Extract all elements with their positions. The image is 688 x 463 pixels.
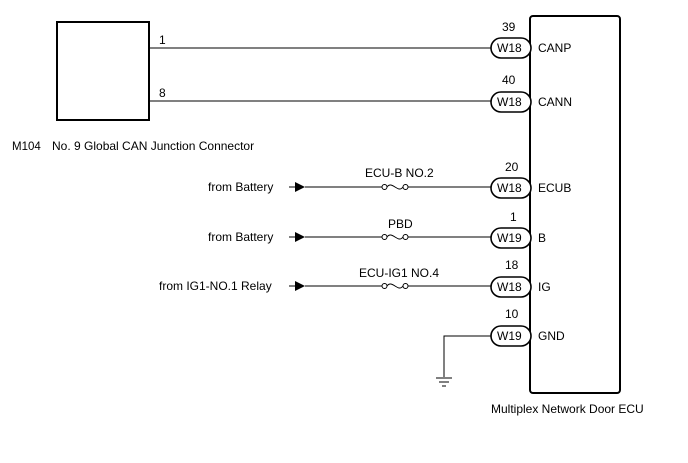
connector-code: W18: [497, 181, 522, 195]
feed-ig: from IG1-NO.1 Relay ECU-IG1 NO.4 18 W18 …: [159, 258, 551, 298]
signal-label: CANN: [538, 95, 572, 109]
feed-b: from Battery PBD 1 W19 B: [208, 210, 546, 249]
ecu-name: Multiplex Network Door ECU: [491, 402, 644, 416]
ecu-pin-number: 1: [510, 210, 517, 224]
fuse-label: ECU-B NO.2: [365, 166, 434, 180]
junction-connector-code: M104: [12, 141, 41, 153]
feed-ecub: from Battery ECU-B NO.2 20 W18 ECUB: [208, 160, 571, 199]
signal-label: IG: [538, 280, 551, 294]
connector-pill: [490, 91, 532, 113]
connector-pill: [490, 276, 532, 298]
ecu-pin-number: 10: [505, 307, 519, 321]
wire-line: [443, 335, 491, 377]
ecu-pin-number: 18: [505, 258, 519, 272]
ground-wire: 10 W19 GND: [436, 307, 565, 387]
feed-source: from Battery: [208, 180, 273, 194]
feed-source: from Battery: [208, 230, 273, 244]
fuse-icon: [381, 184, 409, 190]
junction-connector-name: No. 9 Global CAN Junction Connector: [52, 139, 254, 153]
signal-label: GND: [538, 329, 565, 343]
fuse-icon: [381, 283, 409, 289]
connector-pill: [490, 37, 532, 59]
junction-connector: M104 No. 9 Global CAN Junction Connector: [12, 21, 254, 153]
arrow-right-icon: [295, 281, 305, 291]
fuse-label: ECU-IG1 NO.4: [359, 266, 439, 280]
fuse-label: PBD: [388, 217, 413, 231]
connector-code: W18: [497, 41, 522, 55]
connector-code: W18: [497, 280, 522, 294]
arrow-right-icon: [295, 232, 305, 242]
signal-label: B: [538, 231, 546, 245]
connector-code: W19: [497, 231, 522, 245]
wire-cann: 8 40 W18 CANN: [149, 73, 572, 113]
connector-pill: [490, 177, 532, 199]
junction-connector-box: [56, 21, 150, 121]
fuse-icon: [381, 234, 409, 240]
feed-source: from IG1-NO.1 Relay: [159, 279, 272, 293]
connector-pill: [490, 227, 532, 249]
ecu-box: [529, 15, 621, 394]
wire-canp: 1 39 W18 CANP: [149, 20, 571, 59]
connector-pin-label: 1: [159, 33, 166, 47]
ecu: Multiplex Network Door ECU: [491, 15, 644, 416]
connector-pin-label: 8: [159, 86, 166, 100]
ecu-pin-number: 39: [502, 20, 516, 34]
ground-icon: [436, 377, 452, 387]
connector-code: W19: [497, 329, 522, 343]
ecu-pin-number: 40: [502, 73, 516, 87]
signal-label: ECUB: [538, 181, 571, 195]
arrow-right-icon: [295, 182, 305, 192]
signal-label: CANP: [538, 41, 571, 55]
connector-code: W18: [497, 95, 522, 109]
ecu-pin-number: 20: [505, 160, 519, 174]
